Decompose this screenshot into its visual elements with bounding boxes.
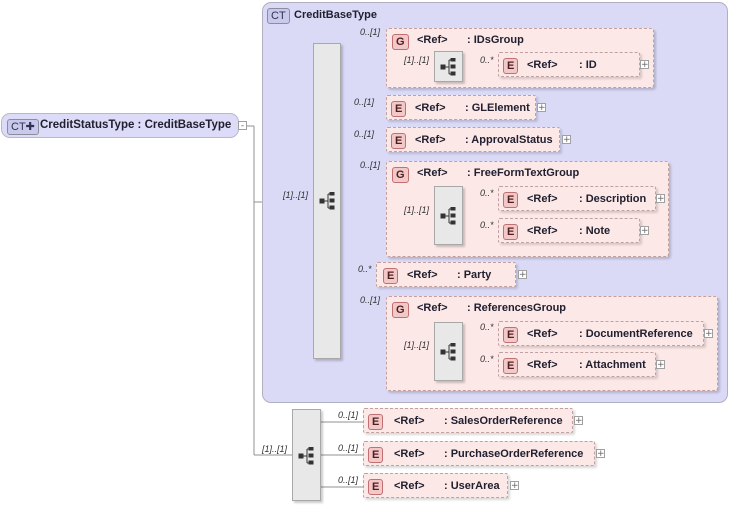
- ref-label: <Ref>: [415, 134, 446, 146]
- cardinality: 0..[1]: [338, 443, 359, 453]
- sequence-icon: [298, 447, 314, 465]
- cardinality: 0..[1]: [338, 410, 359, 420]
- ct-icon: CT: [267, 8, 290, 24]
- expand-icon[interactable]: +: [518, 270, 527, 280]
- group-name: : IDsGroup: [467, 34, 524, 46]
- root-complex-type[interactable]: CT✚ CreditStatusType : CreditBaseType: [1, 113, 239, 138]
- ref-label: <Ref>: [394, 448, 425, 460]
- expand-icon[interactable]: +: [704, 329, 713, 339]
- cardinality: [1]..[1]: [283, 190, 309, 200]
- cardinality: 0..[1]: [354, 129, 375, 139]
- group-icon: G: [392, 167, 409, 183]
- element-attachment[interactable]: E <Ref> : Attachment: [498, 352, 656, 377]
- element-icon: E: [368, 414, 384, 430]
- expand-icon[interactable]: +: [574, 416, 583, 426]
- cardinality: 0..*: [480, 322, 494, 332]
- group-name: : FreeFormTextGroup: [467, 167, 580, 179]
- expand-icon[interactable]: +: [562, 135, 571, 145]
- cardinality: 0..[1]: [360, 27, 381, 37]
- element-description[interactable]: E <Ref> : Description: [498, 186, 656, 211]
- expand-icon[interactable]: +: [640, 226, 649, 236]
- element-icon: E: [368, 479, 384, 495]
- element-userarea[interactable]: E <Ref> : UserArea: [363, 473, 508, 498]
- element-icon: E: [503, 224, 519, 240]
- sequence-compositor[interactable]: [434, 186, 463, 245]
- cardinality: 0..*: [358, 264, 372, 274]
- cardinality: [1]..[1]: [262, 444, 288, 454]
- element-name: : Description: [579, 193, 647, 205]
- ref-label: <Ref>: [394, 415, 425, 427]
- root-title: CreditStatusType : CreditBaseType: [40, 119, 232, 131]
- element-name: : ID: [579, 59, 597, 71]
- expand-icon[interactable]: +: [656, 360, 665, 370]
- expand-icon[interactable]: +: [640, 60, 649, 70]
- element-name: : GLElement: [465, 102, 530, 114]
- element-glelement[interactable]: E <Ref> : GLElement: [386, 95, 536, 120]
- cardinality: [1]..[1]: [404, 205, 430, 215]
- element-icon: E: [503, 58, 519, 74]
- ref-label: <Ref>: [527, 359, 558, 371]
- cardinality: 0..[1]: [338, 475, 359, 485]
- sequence-icon: [440, 343, 456, 361]
- ref-label: <Ref>: [527, 225, 558, 237]
- ref-label: <Ref>: [407, 269, 438, 281]
- element-icon: E: [503, 192, 519, 208]
- element-name: : Party: [457, 269, 492, 281]
- element-id[interactable]: E <Ref> : ID: [498, 52, 640, 77]
- group-icon: G: [392, 34, 409, 50]
- ref-label: <Ref>: [417, 302, 448, 314]
- ref-label: <Ref>: [527, 193, 558, 205]
- ref-label: <Ref>: [527, 59, 558, 71]
- element-name: : DocumentReference: [579, 328, 693, 340]
- ref-label: <Ref>: [417, 167, 448, 179]
- cardinality: 0..*: [480, 188, 494, 198]
- cardinality: 0..[1]: [360, 160, 381, 170]
- ct-icon: CT✚: [7, 119, 39, 135]
- sequence-icon: [440, 58, 456, 76]
- cardinality: [1]..[1]: [404, 55, 430, 65]
- element-approvalstatus[interactable]: E <Ref> : ApprovalStatus: [386, 127, 560, 152]
- element-name: : SalesOrderReference: [444, 415, 563, 427]
- element-name: : ApprovalStatus: [465, 134, 553, 146]
- cardinality: [1]..[1]: [404, 340, 430, 350]
- group-name: : ReferencesGroup: [467, 302, 567, 314]
- cardinality: 0..*: [480, 55, 494, 65]
- element-purchaseorderreference[interactable]: E <Ref> : PurchaseOrderReference: [363, 441, 595, 466]
- element-note[interactable]: E <Ref> : Note: [498, 218, 640, 243]
- expand-icon[interactable]: +: [596, 449, 605, 459]
- element-name: : PurchaseOrderReference: [444, 448, 584, 460]
- ref-label: <Ref>: [417, 34, 448, 46]
- cardinality: 0..[1]: [360, 295, 381, 305]
- element-icon: E: [368, 447, 384, 463]
- cardinality: 0..[1]: [354, 97, 375, 107]
- ref-label: <Ref>: [394, 480, 425, 492]
- cardinality: 0..*: [480, 220, 494, 230]
- sequence-compositor[interactable]: [434, 322, 463, 381]
- sequence-icon: [319, 192, 335, 210]
- cardinality: 0..*: [480, 354, 494, 364]
- group-icon: G: [392, 302, 409, 318]
- ref-label: <Ref>: [527, 328, 558, 340]
- expand-icon[interactable]: +: [537, 103, 546, 113]
- sequence-icon: [440, 207, 456, 225]
- element-icon: E: [391, 133, 407, 149]
- expand-icon[interactable]: +: [510, 481, 519, 491]
- element-name: : Note: [579, 225, 611, 237]
- element-documentreference[interactable]: E <Ref> : DocumentReference: [498, 321, 704, 346]
- element-party[interactable]: E <Ref> : Party: [376, 262, 516, 287]
- element-icon: E: [503, 327, 519, 343]
- base-type-title: CreditBaseType: [294, 9, 377, 21]
- expand-icon[interactable]: +: [656, 194, 665, 204]
- element-icon: E: [391, 101, 407, 117]
- ref-label: <Ref>: [415, 102, 446, 114]
- element-icon: E: [383, 268, 399, 284]
- element-name: : UserArea: [444, 480, 500, 492]
- element-icon: E: [503, 358, 519, 374]
- collapse-icon[interactable]: -: [238, 121, 247, 131]
- sequence-compositor[interactable]: [434, 51, 463, 82]
- element-salesorderreference[interactable]: E <Ref> : SalesOrderReference: [363, 408, 573, 433]
- sequence-compositor[interactable]: [292, 409, 321, 501]
- element-name: : Attachment: [579, 359, 646, 371]
- sequence-compositor[interactable]: [313, 43, 341, 359]
